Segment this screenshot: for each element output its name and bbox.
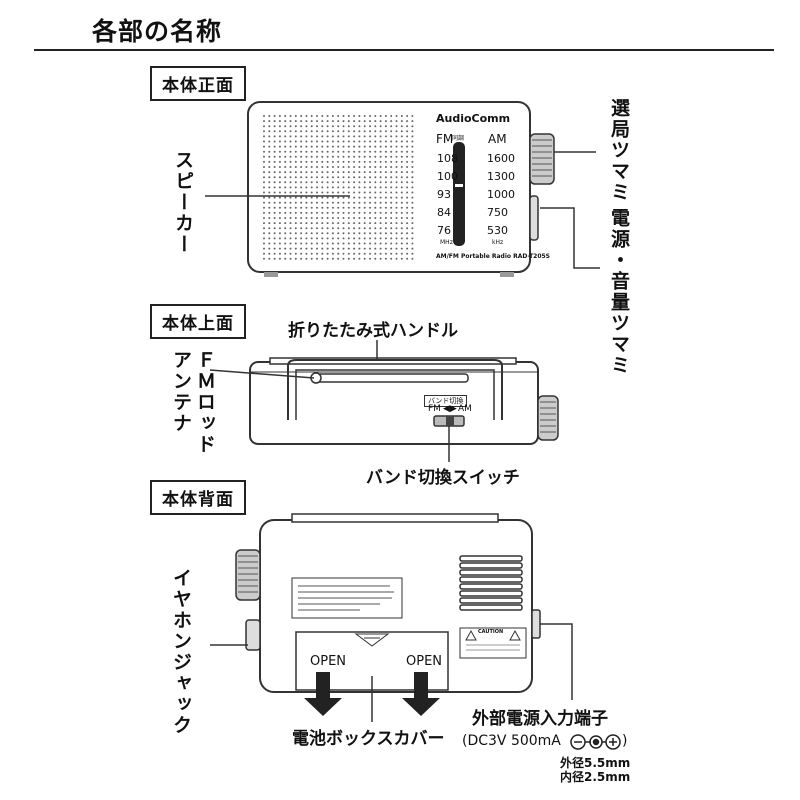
fm-antenna-callout-line1: ＦＭロッド [194,350,216,455]
earphone-jack-callout: イヤホンジャック [170,568,192,736]
speaker-grill [263,115,414,260]
dc-spec-close: ) [622,733,628,749]
fm-unit: MHz [440,239,453,246]
am-scale-value: 1600 [487,152,515,165]
model-label: AM/FM Portable Radio RAD-T205S [436,253,551,260]
section-label-top: 本体上面 [150,304,246,339]
top-body [249,357,559,445]
am-scale-value: 530 [487,224,508,237]
tuning-knob-callout: 選局ツマミ [608,98,630,203]
dc-jack-shape[interactable] [531,609,541,639]
dc-spec: (DC3V 500mA [462,733,561,749]
back-body [235,513,541,716]
title-divider [34,49,774,51]
brand-logo: AudioComm [436,112,511,125]
fm-scale-value: 84 [437,206,451,219]
section-label-front: 本体正面 [150,66,246,101]
band-switch-fm: FM [428,404,441,414]
open-right-label: OPEN [406,654,443,669]
tuning-needle [455,184,463,187]
earphone-jack-shape[interactable] [245,619,261,651]
speaker-callout: スピーカー [172,150,194,255]
caution-text: CAUTION [478,629,504,635]
needle-label: 同調 [452,135,465,142]
open-arrows [304,672,440,716]
page-title: 各部の名称 [92,17,223,46]
front-body [247,101,555,277]
fm-scale-value: 100 [437,170,458,183]
band-switch-callout: バンド切換スイッチ [366,468,520,488]
dc-polarity-icon [570,734,621,750]
band-switch-title: バンド切換 [424,395,468,407]
section-label-back: 本体背面 [150,480,246,515]
power-volume-knob-callout: 電源・音量ツマミ [608,208,630,376]
tuning-window [453,142,465,246]
outer-diameter: 外径5.5mm [560,756,631,770]
fm-header: FM [436,132,454,146]
caution-label [459,627,527,659]
vent-slots [459,555,523,611]
battery-cover-callout: 電池ボックスカバー [292,729,445,749]
inner-diameter: 内径2.5mm [560,770,631,784]
fm-scale-value: 93 [437,188,451,201]
handle-callout: 折りたたみ式ハンドル [288,321,458,341]
am-header: AM [488,132,507,146]
band-switch-am: AM [458,404,472,414]
power-volume-knob-shape[interactable] [529,195,539,241]
fm-antenna-shape[interactable] [313,373,469,383]
am-scale-value: 1000 [487,188,515,201]
am-unit: kHz [492,239,504,246]
open-left-label: OPEN [310,654,347,669]
band-switch-arrows-icon: ◀▶ [443,404,457,414]
am-scale-value: 750 [487,206,508,219]
external-power-callout: 外部電源入力端子 [472,709,608,729]
fm-scale-value: 76 [437,224,451,237]
fm-antenna-callout-line2: アンテナ [170,350,192,434]
fm-scale-value: 108 [437,152,458,165]
am-scale-value: 1300 [487,170,515,183]
